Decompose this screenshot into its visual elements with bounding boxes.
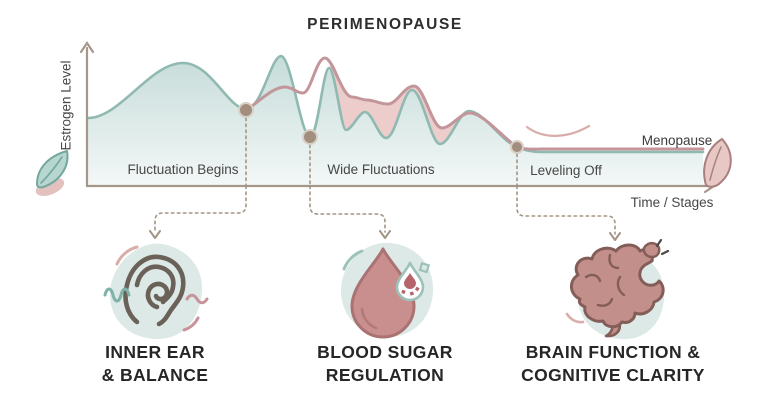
- brain-flap: [642, 241, 661, 259]
- card-label-line: REGULATION: [325, 365, 445, 385]
- glucose-mini-drop: [404, 273, 416, 289]
- menopause-label: Menopause: [641, 133, 713, 148]
- spark-lines-icon: [655, 238, 670, 256]
- y-axis-arrow-icon: [79, 41, 95, 54]
- y-axis-label: Estrogen Level: [58, 60, 74, 151]
- card-label-line: INNER EAR: [105, 342, 205, 362]
- card-label-brain-function: BRAIN FUNCTION & COGNITIVE CLARITY: [498, 341, 728, 387]
- stage-label-fluctuation-begins: Fluctuation Begins: [127, 162, 239, 177]
- stage-label-leveling-off: Leveling Off: [530, 163, 602, 178]
- card-label-line: & BALANCE: [101, 365, 209, 385]
- ear-concha-curve: [145, 281, 170, 310]
- stage-label-wide-fluctuations: Wide Fluctuations: [327, 162, 435, 177]
- ear-icon: [103, 243, 209, 340]
- marker-dot-leveling: [510, 140, 524, 154]
- connector-arrow-icon: [609, 232, 621, 241]
- hormone-trend-line: [244, 56, 705, 151]
- sound-wave-teal: [103, 287, 131, 303]
- card-label-inner-ear: INNER EAR & BALANCE: [40, 341, 270, 387]
- sound-wave-pink: [185, 293, 209, 305]
- pink-dash-decoration: [565, 312, 585, 324]
- connector-to-ear: [154, 185, 247, 233]
- pink-dash-decoration: [182, 316, 200, 332]
- pink-arc-decoration: [115, 245, 139, 266]
- marker-dot-wide: [302, 129, 318, 145]
- card-label-line: COGNITIVE CLARITY: [521, 365, 705, 385]
- pink-swoosh-decoration: [525, 124, 591, 137]
- x-axis-label: Time / Stages: [630, 195, 714, 210]
- connector-arrow-icon: [149, 230, 161, 239]
- leaf-decoration-left: [35, 150, 69, 196]
- page-title: PERIMENOPAUSE: [307, 16, 463, 33]
- brain-folds: [584, 253, 626, 307]
- ear-inner-curve: [134, 264, 176, 305]
- brain-icon: [565, 238, 670, 340]
- card-label-line: BRAIN FUNCTION &: [525, 342, 701, 362]
- connector-to-drop: [309, 185, 386, 233]
- card-label-line: BLOOD SUGAR: [317, 342, 453, 362]
- marker-dot-fluctuation: [238, 102, 254, 118]
- teal-arc-decoration: [342, 249, 364, 271]
- blood-drop-icon: [340, 242, 434, 339]
- connector-to-brain: [516, 185, 616, 235]
- drop-shading-arc: [360, 307, 378, 330]
- sugar-cube-outline: [418, 261, 431, 274]
- connector-arrow-icon: [379, 230, 391, 239]
- estrogen-area-fill: [88, 56, 703, 186]
- estrogen-chart: [35, 41, 732, 241]
- leaf-decoration-right: [703, 138, 732, 188]
- card-label-blood-sugar: BLOOD SUGAR REGULATION: [270, 341, 500, 387]
- sugar-particles: [401, 286, 420, 296]
